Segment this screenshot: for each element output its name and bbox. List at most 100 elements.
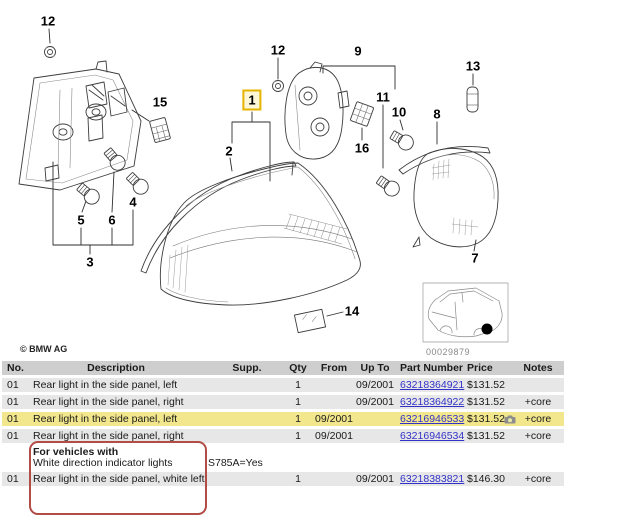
bulb-6-drawing — [103, 147, 126, 171]
cell-notes: +core — [524, 430, 552, 442]
table-row: 01 Rear light in the side panel, right 1… — [2, 429, 564, 443]
part-number-link[interactable]: 63216946534 — [400, 430, 465, 442]
callout-14[interactable]: 14 — [344, 303, 360, 319]
header-description: Description — [87, 362, 145, 374]
leader-lines — [48, 28, 477, 317]
callout-7[interactable]: 7 — [471, 250, 479, 266]
note-line-1: For vehicles with — [33, 446, 119, 458]
callout-5[interactable]: 5 — [77, 212, 85, 228]
cell-qty: 1 — [295, 430, 301, 442]
cell-upto: 09/2001 — [356, 396, 394, 408]
header-price: Price — [467, 362, 493, 374]
bulb-carrier-panel-drawing — [18, 60, 142, 191]
cell-upto — [352, 412, 398, 426]
header-notes: Notes — [523, 362, 553, 374]
cell-no: 01 — [7, 430, 19, 442]
callout-2[interactable]: 2 — [225, 143, 233, 159]
tail-light-lens-drawing — [159, 162, 361, 306]
grommet-left-drawing — [44, 46, 56, 58]
note-line-2: White direction indicator lights — [33, 457, 173, 469]
part-number-link[interactable]: 63216946533 — [400, 413, 465, 425]
callout-1-highlighted[interactable]: 1 — [242, 89, 262, 111]
photo-icon[interactable] — [504, 415, 516, 424]
festoon-bulb-drawing — [466, 86, 479, 113]
callout-4[interactable]: 4 — [129, 194, 137, 210]
cell-from: 09/2001 — [315, 430, 353, 442]
cell-price: $131.52 — [467, 430, 505, 442]
parts-diagram-art — [18, 28, 509, 343]
part-number-link[interactable]: 63218364921 — [400, 379, 465, 391]
cell-no: 01 — [7, 379, 19, 391]
part-number-link[interactable]: 63218364922 — [400, 396, 465, 408]
cell-qty: 1 — [295, 396, 301, 408]
callout-12-left[interactable]: 12 — [40, 13, 56, 29]
cell-price: $131.52 — [467, 379, 505, 391]
cell-price: $131.52 — [467, 413, 505, 425]
cell-from: 09/2001 — [315, 413, 353, 425]
parts-diagram: 12 15 5 6 4 3 2 1 12 9 11 10 16 8 13 7 1… — [18, 13, 509, 357]
cell-price: $131.52 — [467, 396, 505, 408]
header-upto: Up To — [360, 362, 390, 374]
cell-no: 01 — [7, 396, 19, 408]
cell-description: Rear light in the side panel, white left — [33, 473, 205, 485]
cell-qty: 1 — [295, 379, 301, 391]
callout-13[interactable]: 13 — [465, 58, 481, 74]
cell-description: Rear light in the side panel, left — [33, 413, 178, 425]
callout-8[interactable]: 8 — [433, 106, 441, 122]
part-number-link[interactable]: 63218383821 — [400, 473, 465, 485]
cell-notes: +core — [524, 413, 552, 425]
connector-16-drawing — [350, 101, 374, 127]
sealing-strip-8-drawing — [398, 145, 491, 175]
diagram-image-number: 00029879 — [426, 347, 471, 357]
cell-upto: 09/2001 — [356, 379, 394, 391]
gasket-strip-drawing — [140, 161, 297, 274]
callout-10[interactable]: 10 — [391, 104, 407, 120]
callout-6[interactable]: 6 — [108, 212, 116, 228]
callout-12-center[interactable]: 12 — [270, 42, 286, 58]
header-part-number: Part Number — [400, 362, 464, 374]
callout-3[interactable]: 3 — [86, 254, 94, 270]
cell-description: Rear light in the side panel, right — [33, 396, 184, 408]
bulb-4-drawing — [126, 172, 149, 195]
callout-9[interactable]: 9 — [354, 43, 362, 59]
callout-15[interactable]: 15 — [152, 94, 168, 110]
header-qty: Qty — [289, 362, 307, 374]
rear-light-location-dot — [481, 323, 493, 335]
foam-pad-drawing — [293, 308, 327, 334]
cell-qty: 1 — [295, 413, 301, 425]
cell-description: Rear light in the side panel, right — [33, 430, 184, 442]
cell-no: 01 — [7, 413, 19, 425]
table-row: 01 Rear light in the side panel, left 1 … — [2, 378, 564, 392]
header-from: From — [320, 362, 348, 374]
cell-notes: +core — [524, 396, 552, 408]
header-no: No. — [7, 362, 24, 374]
connector-15-drawing — [149, 117, 171, 143]
parts-catalog-page: 12 15 5 6 4 3 2 1 12 9 11 10 16 8 13 7 1… — [2, 13, 564, 515]
bulb-11-drawing — [376, 175, 400, 197]
cell-notes: +core — [524, 473, 552, 485]
bulb-10-drawing — [389, 130, 414, 151]
cell-upto — [352, 429, 398, 443]
cell-qty: 1 — [295, 473, 301, 485]
callout-16[interactable]: 16 — [354, 140, 370, 156]
bulb-5-drawing — [76, 182, 100, 205]
callout-11[interactable]: 11 — [376, 89, 390, 105]
cell-price: $146.30 — [467, 473, 505, 485]
bulb-carrier-small-drawing — [284, 61, 350, 160]
cell-description: Rear light in the side panel, left — [33, 379, 178, 391]
table-row: 01 Rear light in the side panel, right 1… — [2, 395, 564, 409]
car-locator-thumbnail — [422, 282, 509, 343]
side-lens-drawing — [412, 148, 499, 248]
cell-no: 01 — [7, 473, 19, 485]
parts-table: No. Description Supp. Qty From Up To Par… — [2, 361, 564, 515]
table-header-row: No. Description Supp. Qty From Up To Par… — [2, 361, 564, 375]
cell-from — [311, 378, 357, 392]
bmw-copyright: © BMW AG — [20, 344, 68, 354]
note-supp-code: S785A=Yes — [208, 457, 263, 469]
vehicle-note-block: For vehicles with White direction indica… — [2, 446, 564, 469]
cell-upto: 09/2001 — [356, 473, 394, 485]
cell-notes — [512, 378, 564, 392]
cell-from — [311, 395, 357, 409]
grommet-center-drawing — [272, 80, 284, 92]
table-row: 01 Rear light in the side panel, white l… — [2, 472, 564, 486]
